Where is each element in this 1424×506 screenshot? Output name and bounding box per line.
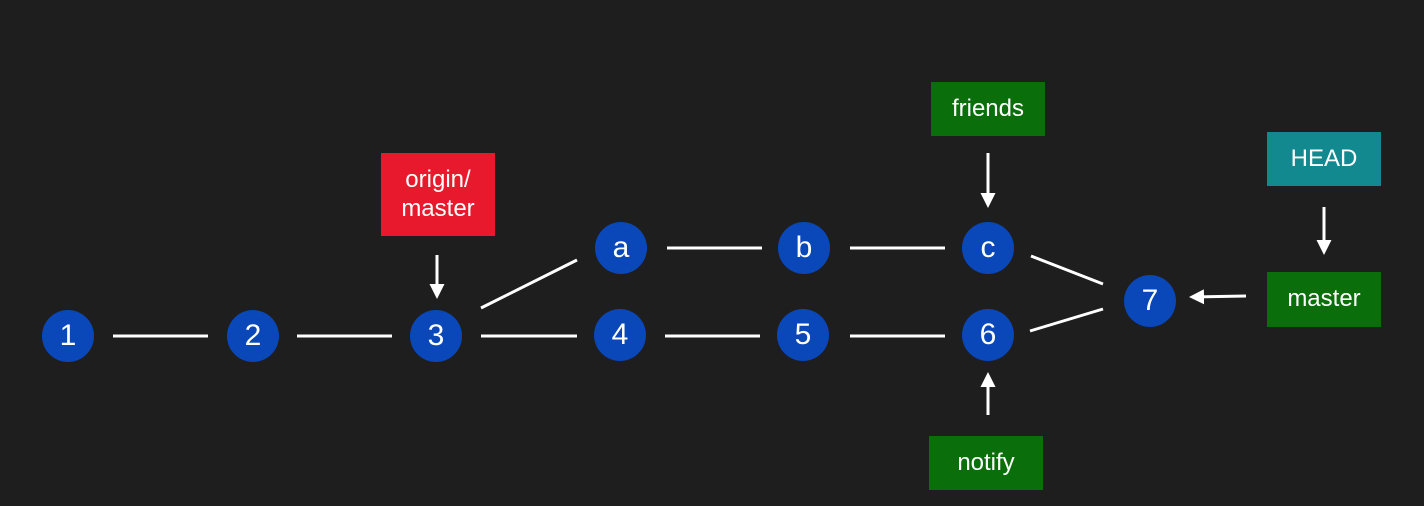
commit-node-2: 2 xyxy=(227,310,279,362)
ref-label-origin-master: origin/ master xyxy=(381,153,495,236)
commit-node-b: b xyxy=(778,222,830,274)
ref-label-head: HEAD xyxy=(1267,132,1381,186)
ref-label-master-text: master xyxy=(1287,285,1361,313)
edge-3-a xyxy=(480,258,578,310)
commit-node-1: 1 xyxy=(42,310,94,362)
commit-label-5: 5 xyxy=(794,318,812,351)
commit-node-4: 4 xyxy=(594,309,646,361)
commit-label-c: c xyxy=(980,231,996,264)
ref-label-master: master xyxy=(1267,272,1381,327)
commit-label-2: 2 xyxy=(244,319,262,352)
commit-node-3: 3 xyxy=(410,310,462,362)
commit-label-7: 7 xyxy=(1141,284,1159,317)
ref-label-origin-master-text: origin/ master xyxy=(401,165,475,222)
ref-label-notify-text: notify xyxy=(957,448,1015,476)
commit-node-7: 7 xyxy=(1124,275,1176,327)
commit-label-3: 3 xyxy=(427,319,445,352)
ref-label-notify: notify xyxy=(929,436,1043,490)
ref-label-friends: friends xyxy=(931,82,1045,136)
commit-label-6: 6 xyxy=(979,318,997,351)
commit-node-5: 5 xyxy=(777,309,829,361)
commit-node-a: a xyxy=(595,222,647,274)
commit-label-1: 1 xyxy=(59,319,77,352)
edge-6-7 xyxy=(1029,307,1104,333)
pointer-master-to-7 xyxy=(1189,289,1247,305)
ref-label-head-text: HEAD xyxy=(1290,144,1358,172)
edge-c-7 xyxy=(1030,254,1104,286)
commit-label-4: 4 xyxy=(611,318,629,351)
commit-node-6: 6 xyxy=(962,309,1014,361)
ref-label-friends-text: friends xyxy=(951,94,1025,122)
commit-node-c: c xyxy=(962,222,1014,274)
commit-label-a: a xyxy=(612,231,630,264)
commit-label-b: b xyxy=(795,231,813,264)
